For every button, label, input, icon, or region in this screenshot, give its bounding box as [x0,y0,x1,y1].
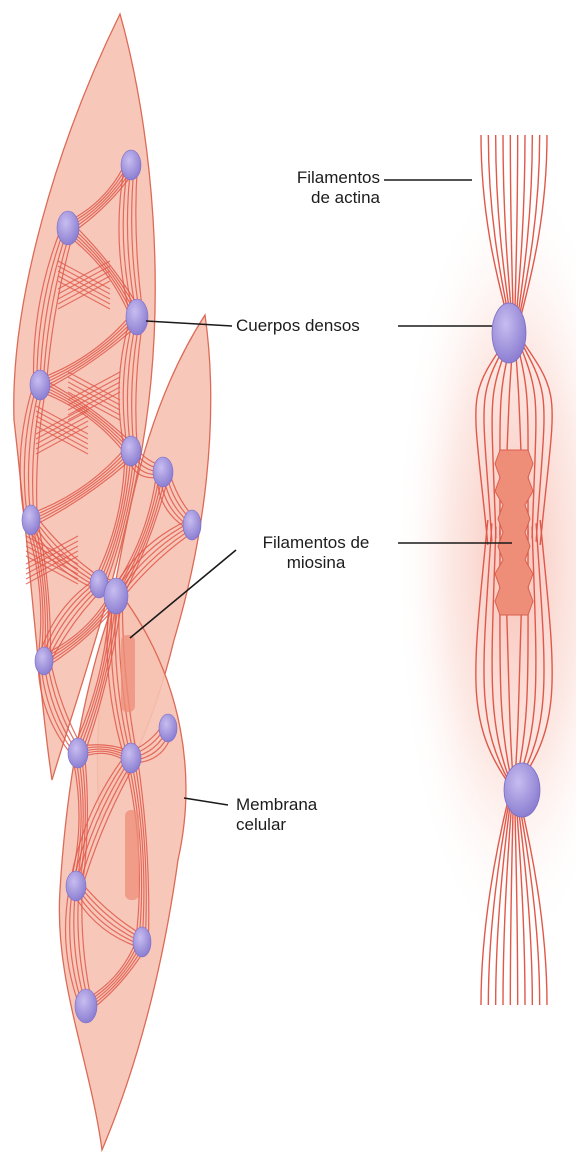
label-actin-filaments: Filamentos de actina [236,168,380,208]
label-membrane-line2: celular [236,815,356,835]
dense-body [68,738,88,768]
dense-body [104,578,128,614]
dense-body [126,299,148,335]
dense-body [57,211,79,245]
dense-body [159,714,177,742]
dense-body [75,989,97,1023]
myosin-filament [125,810,139,900]
dense-body [153,457,173,487]
dense-body [133,927,151,957]
label-dense-bodies: Cuerpos densos [236,316,406,336]
dense-body [22,505,40,535]
label-myosin-filaments: Filamentos de miosina [238,533,394,573]
dense-body [35,647,53,675]
label-cell-membrane: Membrana celular [236,795,356,835]
dense-body [492,303,526,363]
dense-body [504,763,540,817]
label-membrane-line1: Membrana [236,795,356,815]
label-actin-line2: de actina [236,188,380,208]
dense-body [121,150,141,180]
sarcomere-glow [394,160,576,960]
label-actin-line1: Filamentos [236,168,380,188]
dense-body [121,743,141,773]
label-myosin-line1: Filamentos de [238,533,394,553]
dense-body [66,871,86,901]
dense-body [183,510,201,540]
dense-body [121,436,141,466]
leader-dense-left [146,321,232,326]
label-myosin-line2: miosina [238,553,394,573]
dense-body [30,370,50,400]
leader-membrane [184,798,228,805]
myosin-filament [121,635,135,712]
